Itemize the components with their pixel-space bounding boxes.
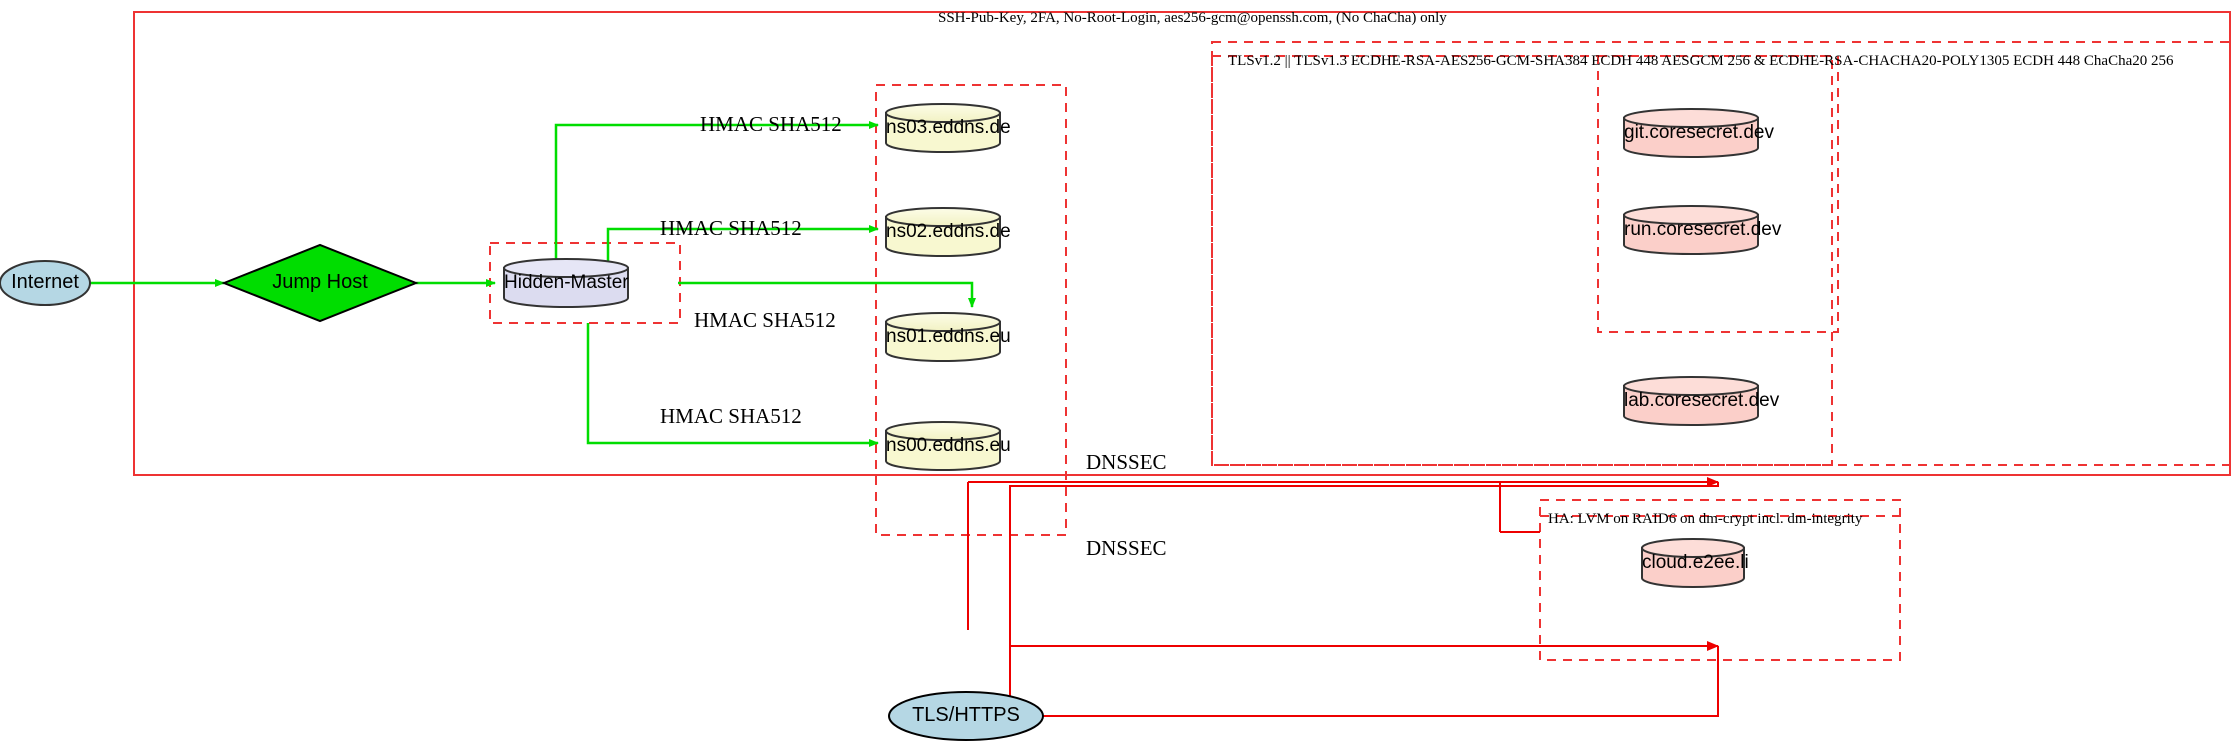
node-ns00-shape	[885, 421, 1001, 471]
edge-tls-to-services	[1043, 646, 1719, 717]
coresecret-box-rect	[1597, 55, 1839, 333]
node-ns01-shape	[885, 312, 1001, 362]
ssh-boundary-rect	[133, 11, 2231, 476]
node-lab-shape	[1623, 376, 1759, 426]
edge-label-hmac-ns00: HMAC SHA512	[660, 404, 802, 428]
edge-label-dnssec-lower: DNSSEC	[1086, 536, 1167, 560]
node-lab-coresecret[interactable]	[1624, 377, 1758, 425]
node-ns01[interactable]	[886, 313, 1000, 361]
cloud-box-rect	[1539, 515, 1901, 661]
ssh-boundary-label: SSH-Pub-Key, 2FA, No-Root-Login, aes256-…	[938, 10, 1447, 26]
node-run-shape	[1623, 205, 1759, 255]
node-hidden-master[interactable]	[504, 259, 628, 307]
node-ns02-shape	[885, 207, 1001, 257]
node-run-coresecret[interactable]	[1624, 206, 1758, 254]
node-ns03[interactable]	[886, 104, 1000, 152]
node-git-shape	[1623, 108, 1759, 158]
node-ns03-shape	[885, 103, 1001, 153]
node-tls-https[interactable]	[889, 692, 1043, 740]
node-internet-shape	[0, 260, 91, 306]
edge-label-hmac-ns01: HMAC SHA512	[694, 308, 836, 332]
node-internet[interactable]	[0, 261, 90, 306]
node-cloud-shape	[1641, 538, 1745, 588]
ha-boundary-label: HA: LVM on RAID6 on dm-crypt incl. dm-in…	[1548, 511, 1863, 527]
edge-label-hmac-ns03: HMAC SHA512	[700, 112, 842, 136]
node-cloud-e2ee[interactable]	[1642, 539, 1744, 587]
edge-hmac-ns02	[606, 225, 879, 262]
edge-hmac-ns03	[554, 121, 879, 262]
edge-hmac-ns00	[586, 323, 879, 447]
node-jump-host[interactable]	[224, 245, 416, 321]
node-ns00[interactable]	[886, 422, 1000, 470]
tls-boundary-label: TLSv1.2 || TLSv1.3 ECDHE-RSA-AES256-GCM-…	[1228, 53, 2174, 69]
edge-label-dnssec-upper: DNSSEC	[1086, 450, 1167, 474]
services-outer-box-rect	[1211, 55, 1833, 466]
edge-hmac-ns01	[678, 281, 976, 308]
node-hidden-master-shape	[503, 258, 629, 308]
node-git-coresecret[interactable]	[1624, 109, 1758, 157]
edge-label-hmac-ns02: HMAC SHA512	[660, 216, 802, 240]
node-jump-host-shape	[221, 243, 419, 323]
node-ns02[interactable]	[886, 208, 1000, 256]
node-tls-https-shape	[888, 691, 1044, 741]
